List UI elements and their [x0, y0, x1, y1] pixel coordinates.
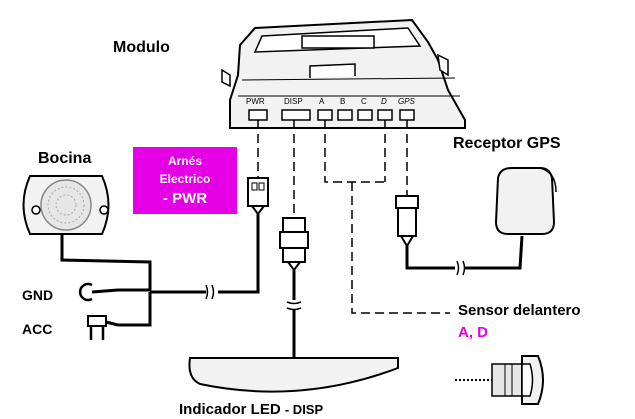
gps-wire: [405, 246, 455, 270]
port-label-pwr: PWR: [246, 97, 265, 106]
socket-b: [337, 109, 353, 121]
horn-mount-hole-right: [99, 205, 109, 215]
front-sensor-label: Sensor delantero: [458, 302, 581, 319]
pwr-connector: [247, 177, 269, 216]
horn-grille: [40, 179, 92, 231]
acc-fuse-terminal: [87, 315, 119, 340]
socket-d: [377, 109, 393, 121]
port-label-gps: GPS: [398, 97, 416, 106]
pwr-acc-branch: [118, 292, 152, 327]
horn-mount-hole-left: [31, 205, 41, 215]
disp-wire-break: [286, 301, 302, 311]
led-indicator-device: [188, 357, 399, 393]
gnd-ring-terminal: [78, 282, 119, 302]
horn-wire: [60, 234, 152, 292]
sensor-common-dashed-link: [351, 182, 450, 314]
port-label-d: D: [381, 97, 387, 106]
socket-pwr: [248, 109, 268, 121]
socket-c: [357, 109, 373, 121]
led-indicator-label: Indicador LED - DISP: [179, 401, 323, 418]
harness-label-line1: Arnés: [168, 154, 202, 168]
port-label-a: A: [319, 97, 325, 106]
module-label: Modulo: [113, 39, 170, 56]
horn-label: Bocina: [38, 150, 91, 167]
port-label-b: B: [340, 97, 345, 106]
sensor-a-dashed-link: [324, 120, 385, 183]
gps-wire-break: [456, 260, 466, 276]
socket-gps: [399, 109, 415, 121]
gps-receiver-device: [494, 167, 557, 235]
harness-label-box: Arnés Electrico - PWR: [133, 147, 237, 214]
front-sensor-ports: A, D: [458, 324, 488, 341]
gps-wire-right: [465, 235, 524, 270]
harness-label-line2: Electrico: [160, 172, 211, 186]
disp-connector: [279, 217, 309, 272]
port-label-disp: DISP: [284, 97, 303, 106]
pwr-wire-break: [205, 284, 215, 300]
harness-label-line3: - PWR: [163, 190, 207, 207]
acc-label: ACC: [22, 321, 52, 337]
pwr-wire: [218, 214, 260, 294]
front-sensor-device: [455, 355, 544, 405]
socket-disp: [281, 109, 311, 121]
port-label-c: C: [361, 97, 367, 106]
horn-device: [22, 175, 110, 235]
module-device: [221, 18, 466, 129]
gps-receiver-label: Receptor GPS: [453, 135, 561, 152]
socket-a: [317, 109, 333, 121]
gps-connector: [395, 195, 419, 248]
gnd-label: GND: [22, 287, 53, 303]
